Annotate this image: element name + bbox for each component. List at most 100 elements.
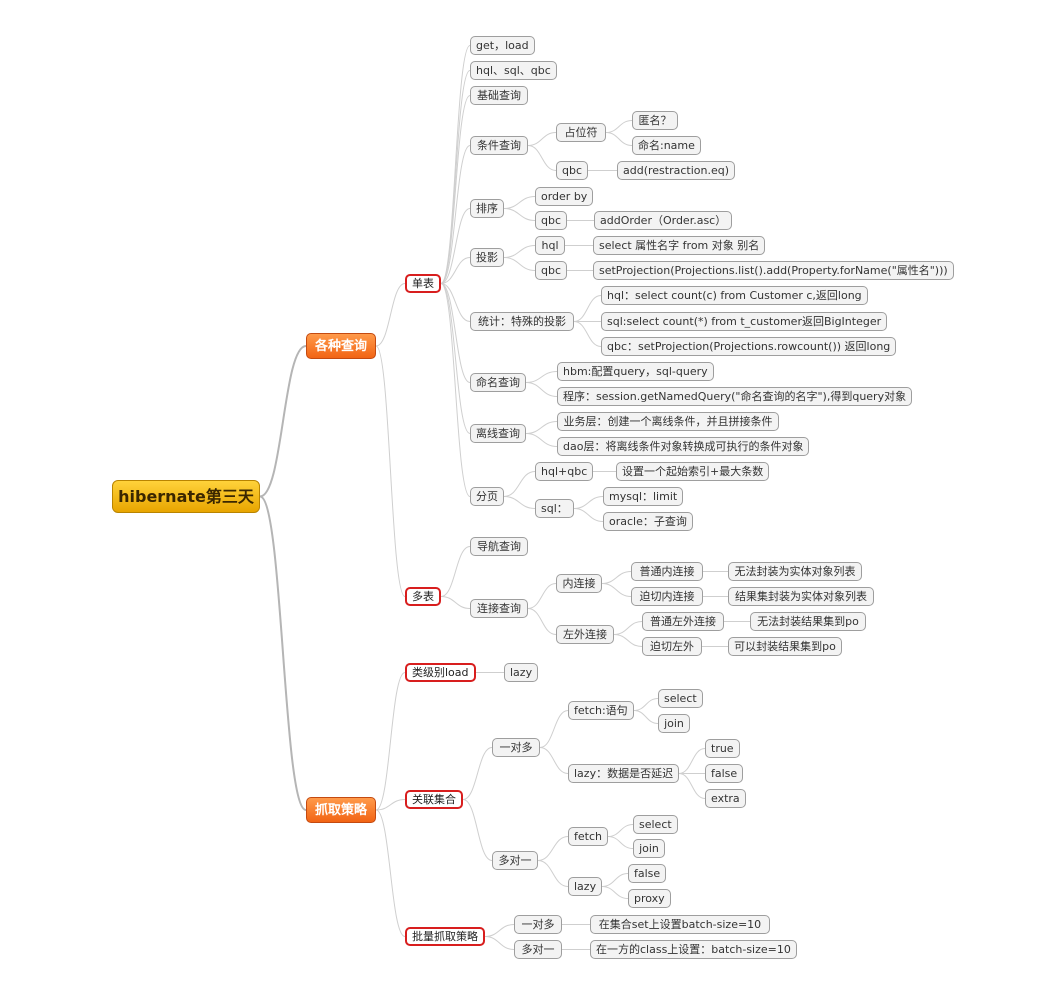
node-named-query[interactable]: 命名查询	[470, 373, 526, 392]
connector-a_oml-a_omlt	[678, 748, 706, 774]
node-condition-query[interactable]: 条件查询	[470, 136, 528, 155]
node-many-to-one-fetch[interactable]: fetch	[568, 827, 608, 846]
connector-s_ph-s_namedp	[605, 132, 633, 146]
branch-various-queries[interactable]: 各种查询	[306, 333, 376, 359]
node-condition-qbc[interactable]: qbc	[556, 161, 589, 180]
branch-fetch-strategy[interactable]: 抓取策略	[306, 797, 376, 823]
node-join-query[interactable]: 连接查询	[470, 599, 528, 618]
node-fetch-left-join[interactable]: 迫切左外	[642, 637, 702, 656]
connector-m2-classload	[375, 672, 406, 811]
node-inner-join[interactable]: 内连接	[556, 574, 602, 593]
node-named-program[interactable]: 程序：session.getNamedQuery("命名查询的名字"),得到qu…	[557, 387, 913, 406]
node-sort[interactable]: 排序	[470, 199, 504, 218]
node-normal-inner-join-detail[interactable]: 无法封装为实体对象列表	[728, 562, 862, 581]
node-many-to-one-lazy-false[interactable]: false	[628, 864, 667, 883]
connector-s_stat-s_sthql	[573, 295, 602, 322]
node-paging-mysql[interactable]: mysql：limit	[603, 487, 684, 506]
node-single-table[interactable]: 单表	[405, 274, 441, 293]
connector-single-s_page	[440, 283, 471, 497]
node-left-outer-join[interactable]: 左外连接	[556, 625, 614, 644]
node-projection-hql[interactable]: hql	[535, 236, 565, 255]
connector-s_cond-s_ph	[527, 132, 557, 146]
node-projection-hql-detail[interactable]: select 属性名字 from 对象 别名	[593, 236, 766, 255]
connector-s_named-s_hbm	[525, 371, 558, 383]
node-condition-qbc-detail[interactable]: add(restraction.eq)	[617, 161, 736, 180]
node-fetch-inner-join[interactable]: 迫切内连接	[631, 587, 703, 606]
node-batch-one-to-many-detail[interactable]: 在集合set上设置batch-size=10	[590, 915, 770, 934]
node-placeholder[interactable]: 占位符	[556, 123, 606, 142]
node-paging-sql[interactable]: sql：	[535, 499, 574, 518]
connector-s_sort-s_sqbc	[503, 208, 536, 221]
connector-a_om-a_omf	[539, 710, 569, 748]
connector-t_inner-t_in1	[601, 571, 632, 584]
node-hql-sql-qbc[interactable]: hql、sql、qbc	[470, 61, 557, 80]
node-projection-qbc[interactable]: qbc	[535, 261, 568, 280]
connector-t_inner-t_in2	[601, 583, 632, 597]
node-basic-query[interactable]: 基础查询	[470, 86, 528, 105]
node-many-to-one-lazy[interactable]: lazy	[568, 877, 603, 896]
node-statistics[interactable]: 统计：特殊的投影	[470, 312, 574, 331]
node-projection-qbc-detail[interactable]: setProjection(Projections.list().add(Pro…	[593, 261, 954, 280]
node-one-to-many-lazy-extra[interactable]: extra	[705, 789, 746, 808]
node-one-to-many[interactable]: 一对多	[492, 738, 540, 757]
connector-a_mo-a_mof	[537, 836, 569, 861]
node-association-collection[interactable]: 关联集合	[405, 790, 463, 809]
node-class-level-load[interactable]: 类级别load	[405, 663, 476, 682]
node-projection[interactable]: 投影	[470, 248, 504, 267]
node-many-to-one-fetch-join[interactable]: join	[633, 839, 665, 858]
node-fetch-inner-join-detail[interactable]: 结果集封装为实体对象列表	[728, 587, 874, 606]
node-named-param[interactable]: 命名:name	[632, 136, 701, 155]
node-statistics-qbc[interactable]: qbc：setProjection(Projections.rowcount()…	[601, 337, 897, 356]
node-many-to-one[interactable]: 多对一	[492, 851, 538, 870]
node-multi-table[interactable]: 多表	[405, 587, 441, 606]
node-anonymous[interactable]: 匿名？	[632, 111, 678, 130]
node-statistics-hql[interactable]: hql：select count(c) from Customer c,返回lo…	[601, 286, 868, 305]
node-offline-query[interactable]: 离线查询	[470, 424, 526, 443]
connector-t_join-t_outer	[527, 608, 557, 635]
node-paging-hql-qbc-detail[interactable]: 设置一个起始索引+最大条数	[616, 462, 770, 481]
connector-a_mo-a_mol	[537, 860, 569, 887]
node-get-load[interactable]: get，load	[470, 36, 535, 55]
node-many-to-one-fetch-select[interactable]: select	[633, 815, 678, 834]
connector-a_mof-a_mofs	[607, 824, 634, 837]
node-paging-oracle[interactable]: oracle：子查询	[603, 512, 693, 531]
connector-a_mof-a_mofj	[607, 836, 634, 849]
node-paging-hql-qbc[interactable]: hql+qbc	[535, 462, 594, 481]
node-sort-qbc[interactable]: qbc	[535, 211, 568, 230]
node-sort-qbc-detail[interactable]: addOrder（Order.asc）	[594, 211, 733, 230]
connector-a_om-a_oml	[539, 747, 569, 774]
node-one-to-many-lazy[interactable]: lazy：数据是否延迟	[568, 764, 680, 783]
node-batch-fetch[interactable]: 批量抓取策略	[405, 927, 485, 946]
connector-single-s_stat	[440, 283, 471, 322]
node-one-to-many-lazy-true[interactable]: true	[705, 739, 740, 758]
connector-t_outer-t_out1	[613, 621, 643, 635]
node-fetch-left-join-detail[interactable]: 可以封装结果集到po	[728, 637, 842, 656]
node-one-to-many-fetch-select[interactable]: select	[658, 689, 703, 708]
node-order-by[interactable]: order by	[535, 187, 594, 206]
connector-s_page-s_hq	[503, 471, 536, 497]
node-one-to-many-fetch[interactable]: fetch:语句	[568, 701, 634, 720]
connector-m1-multi	[375, 345, 406, 597]
connector-s_cond-s_cqbc	[527, 145, 557, 171]
root-node[interactable]: hibernate第三天	[112, 480, 260, 513]
node-named-hbm[interactable]: hbm:配置query，sql-query	[557, 362, 714, 381]
node-one-to-many-fetch-join[interactable]: join	[658, 714, 690, 733]
node-many-to-one-lazy-proxy[interactable]: proxy	[628, 889, 671, 908]
node-offline-dao[interactable]: dao层：将离线条件对象转换成可执行的条件对象	[557, 437, 810, 456]
node-batch-one-to-many[interactable]: 一对多	[514, 915, 562, 934]
node-normal-left-join-detail[interactable]: 无法封装结果集到po	[750, 612, 866, 631]
node-normal-inner-join[interactable]: 普通内连接	[631, 562, 703, 581]
node-one-to-many-lazy-false[interactable]: false	[705, 764, 744, 783]
connector-batch-b_mo	[484, 936, 515, 950]
node-offline-service[interactable]: 业务层：创建一个离线条件，并且拼接条件	[557, 412, 779, 431]
connector-s_proj-s_phql	[503, 245, 536, 258]
node-batch-many-to-one-detail[interactable]: 在一方的class上设置：batch-size=10	[590, 940, 797, 959]
node-paging[interactable]: 分页	[470, 487, 504, 506]
connector-s_psql-s_oracle	[573, 508, 604, 522]
node-navigation-query[interactable]: 导航查询	[470, 537, 528, 556]
node-batch-many-to-one[interactable]: 多对一	[514, 940, 562, 959]
connector-s_psql-s_mysql	[573, 496, 604, 509]
node-class-lazy[interactable]: lazy	[504, 663, 539, 682]
node-normal-left-join[interactable]: 普通左外连接	[642, 612, 724, 631]
node-statistics-sql[interactable]: sql:select count(*) from t_customer返回Big…	[601, 312, 888, 331]
